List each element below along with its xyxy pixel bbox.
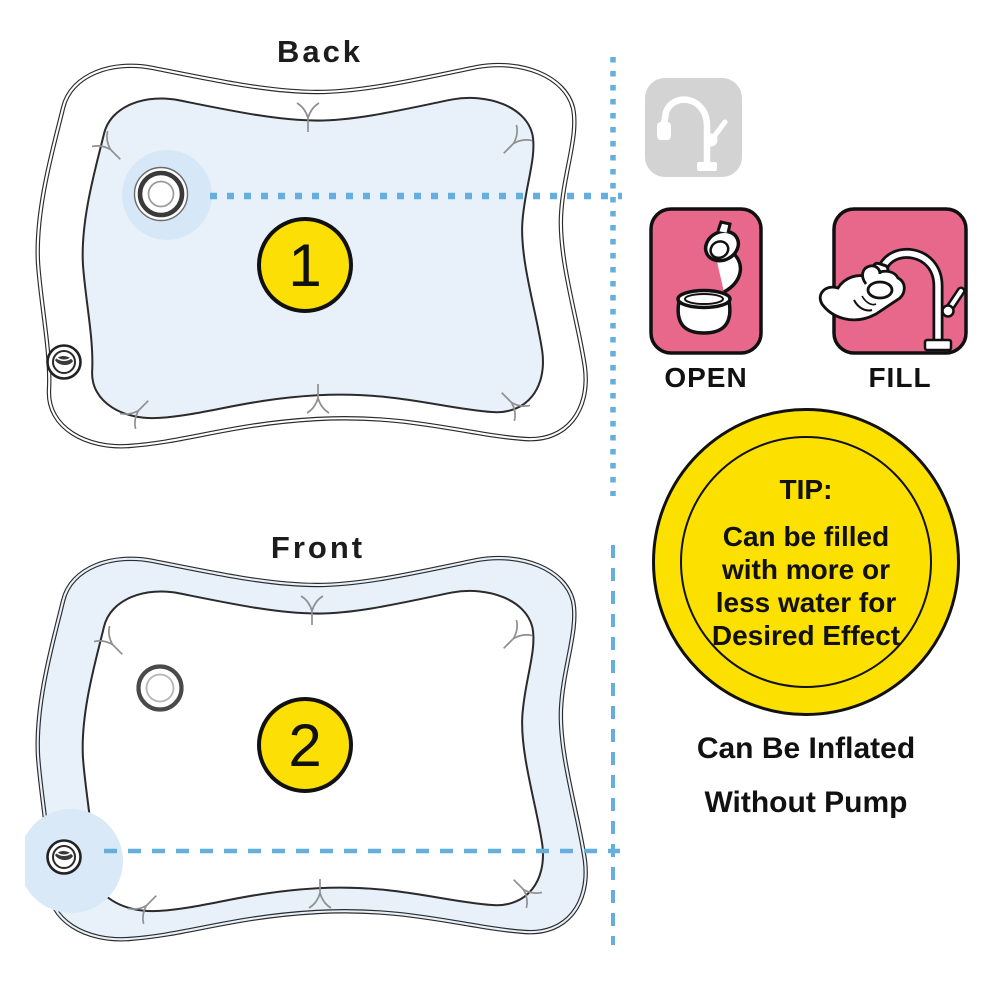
- back-mat-diagram: [25, 58, 610, 470]
- step-2-marker: 2: [257, 697, 353, 793]
- fill-under-faucet-icon: [818, 207, 968, 355]
- inflate-caption-line2: Without Pump: [704, 786, 908, 819]
- tip-heading: TIP:: [779, 474, 833, 505]
- tip-line: Can be filled: [722, 521, 890, 552]
- fill-step-label: FILL: [868, 362, 932, 393]
- inflate-caption-line1: Can Be Inflated: [696, 732, 916, 765]
- tip-inner-ring: [680, 436, 932, 688]
- step-2-number: 2: [288, 711, 322, 779]
- front-mat-diagram: [25, 551, 610, 963]
- step-1-number: 1: [288, 231, 322, 299]
- fill-valve-port-icon: [133, 166, 189, 222]
- tip-line: less water for: [715, 587, 897, 618]
- tip-badge: TIP: Can be filled with more or less wat…: [652, 408, 960, 716]
- air-valve-cap-icon: [46, 839, 82, 875]
- open-valve-icon: [649, 207, 763, 355]
- fill-valve-ring-icon: [136, 664, 184, 712]
- open-step-label: OPEN: [664, 362, 748, 393]
- tip-line: Desired Effect: [711, 620, 901, 651]
- step-1-marker: 1: [257, 217, 353, 313]
- back-mat-title: Back: [276, 34, 364, 69]
- air-valve-cap-icon: [46, 344, 82, 380]
- faucet-icon: [657, 96, 728, 171]
- tip-line: with more or: [721, 554, 890, 585]
- faucet-tile: [645, 78, 742, 177]
- inflate-caption: Can Be Inflated Without Pump: [640, 722, 972, 830]
- front-mat-title: Front: [270, 530, 366, 565]
